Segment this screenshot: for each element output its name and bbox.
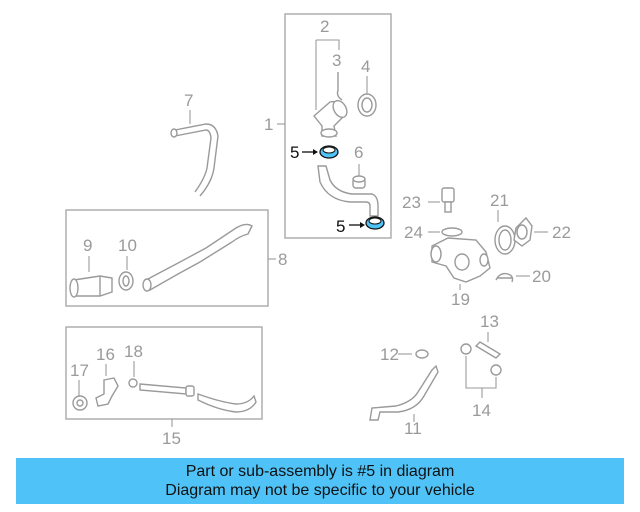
pipe-13-part: [474, 341, 502, 359]
label-5-lower: 5: [336, 217, 345, 236]
label-1: 1: [264, 115, 273, 134]
label-21: 21: [490, 191, 509, 210]
bracket-16-part: [95, 377, 119, 407]
label-5-upper: 5: [290, 143, 299, 162]
label-17: 17: [70, 361, 89, 380]
hose-15-part: [197, 393, 257, 413]
group-box-8: [65, 209, 269, 307]
clamp-14b-part: [490, 364, 502, 376]
label-13: 13: [480, 312, 499, 331]
label-3: 3: [332, 51, 341, 70]
seal-12-part: [415, 349, 429, 359]
label-15: 15: [162, 429, 181, 448]
pipe-7-part: [174, 123, 219, 197]
label-2: 2: [320, 17, 329, 36]
sensor-23-part: [441, 187, 455, 213]
label-8: 8: [278, 250, 287, 269]
cap-part-6: [352, 175, 366, 189]
clip-18-part: [128, 378, 138, 388]
pipe-11-part: [369, 364, 439, 421]
info-banner: Part or sub-assembly is #5 in diagram Di…: [16, 458, 624, 504]
clamp-10-part: [118, 271, 134, 291]
label-9: 9: [83, 236, 92, 255]
flange-22-part: [513, 216, 533, 247]
upper-hose-part: [313, 99, 348, 138]
label-16: 16: [96, 345, 115, 364]
label-22: 22: [552, 223, 571, 242]
hose-connector-9-part: [69, 275, 113, 298]
clip-20-part: [495, 272, 514, 283]
group-box-1: [284, 13, 392, 239]
label-23: 23: [402, 193, 421, 212]
label-7: 7: [184, 91, 193, 110]
label-19: 19: [451, 290, 470, 309]
label-6: 6: [354, 143, 363, 162]
label-18: 18: [124, 342, 143, 361]
banner-line-2: Diagram may not be specific to your vehi…: [165, 482, 475, 499]
long-hose-8-part: [145, 223, 253, 292]
clamp-wire-part: [336, 72, 343, 101]
clamp-17-part: [72, 395, 88, 411]
group-box-15: [65, 326, 263, 420]
label-12: 12: [380, 345, 399, 364]
seal-ring-5-upper[interactable]: [319, 145, 339, 159]
banner-line-1: Part or sub-assembly is #5 in diagram: [185, 463, 455, 480]
label-11: 11: [404, 419, 422, 438]
label-4: 4: [361, 57, 370, 76]
seal-ring-5-lower[interactable]: [365, 216, 385, 230]
label-24: 24: [404, 223, 423, 242]
tube-15-part: [139, 383, 187, 395]
label-20: 20: [532, 267, 551, 286]
seal-24-part: [441, 227, 463, 237]
label-14: 14: [472, 401, 491, 420]
clamp-14a-part: [460, 343, 472, 355]
lower-bent-pipe-part: [317, 165, 379, 217]
label-10: 10: [118, 236, 137, 255]
housing-19-part: [430, 237, 491, 283]
